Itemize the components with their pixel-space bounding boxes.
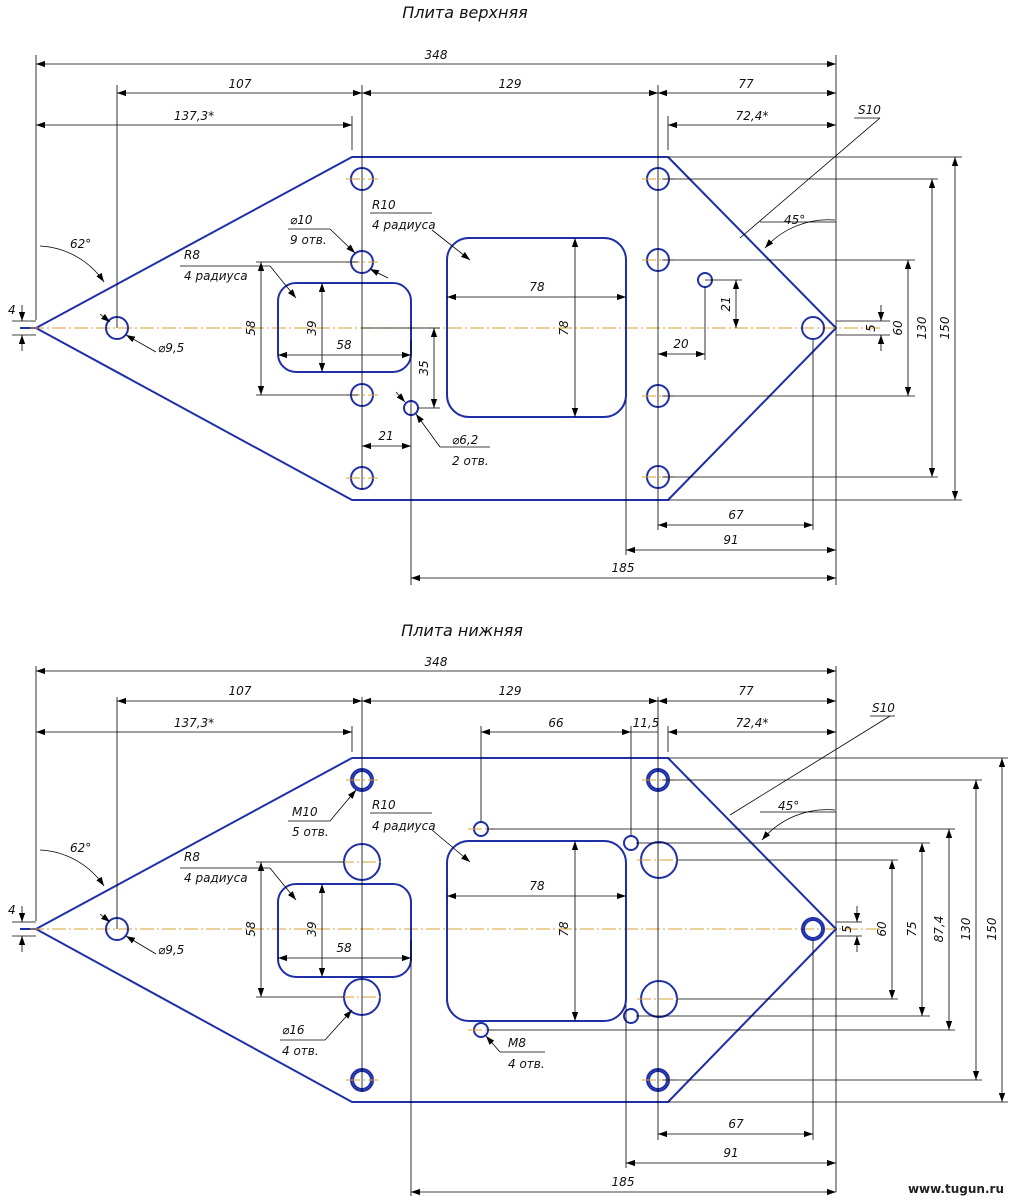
m10-label: M10 xyxy=(292,805,318,819)
upper-dimension-lines xyxy=(18,60,959,582)
dim-137-3: 137,3* xyxy=(174,109,214,123)
d10-label: ⌀10 xyxy=(290,213,313,227)
r8-label: R8 xyxy=(184,850,200,864)
r10-note: 4 радиуса xyxy=(372,819,436,833)
lower-dimension-lines xyxy=(18,667,1006,1196)
r8-note: 4 радиуса xyxy=(184,871,248,885)
thickness-label: S10 xyxy=(858,103,881,117)
upper-angle-45-arc xyxy=(764,219,836,249)
d16-note: 4 отв. xyxy=(282,1044,319,1058)
dim-77: 77 xyxy=(738,77,754,91)
lower-plate-title: Плита нижняя xyxy=(401,621,523,640)
dim-60: 60 xyxy=(875,921,889,937)
hole-m8 xyxy=(623,835,639,851)
dim-58-vertical: 58 xyxy=(244,320,258,336)
upper-leaders xyxy=(99,117,881,448)
hole-m10-thread xyxy=(803,919,823,939)
lower-plate-outline xyxy=(35,757,837,1103)
r8-label: R8 xyxy=(184,248,200,262)
dim-150: 150 xyxy=(985,917,999,940)
lower-large-window xyxy=(446,840,627,1022)
dim-78-horizontal: 78 xyxy=(529,879,545,893)
dim-11-5: 11,5 xyxy=(633,716,660,730)
dim-5: 5 xyxy=(840,925,854,933)
lower-small-window xyxy=(277,883,412,978)
dim-75: 75 xyxy=(905,921,919,936)
dim-60: 60 xyxy=(891,320,905,336)
dim-348: 348 xyxy=(425,48,448,62)
dim-21-vertical: 21 xyxy=(719,296,733,311)
dim-78-vertical: 78 xyxy=(557,320,571,336)
lower-angle-62-arc xyxy=(39,849,105,887)
d9-5-label: ⌀9,5 xyxy=(158,943,184,957)
dim-129: 129 xyxy=(499,684,522,698)
angle-45-label: 45° xyxy=(778,799,799,813)
thickness-label: S10 xyxy=(872,701,895,715)
m10-note: 5 отв. xyxy=(292,825,329,839)
upper-plate-title: Плита верхняя xyxy=(402,3,528,22)
lower-hole-m10-group xyxy=(350,768,825,1092)
dim-21-horizontal: 21 xyxy=(378,429,393,443)
dim-20: 20 xyxy=(673,337,689,351)
upper-angle-62-arc xyxy=(39,245,105,283)
d6-2-note: 2 отв. xyxy=(452,454,489,468)
dim-4: 4 xyxy=(8,303,16,317)
dim-348: 348 xyxy=(425,655,448,669)
d9-5-label: ⌀9,5 xyxy=(158,341,184,355)
dim-72-4: 72,4* xyxy=(736,716,769,730)
dim-66: 66 xyxy=(548,716,564,730)
lower-angle-45-arc xyxy=(761,809,836,841)
dim-130: 130 xyxy=(959,917,973,940)
dim-185: 185 xyxy=(612,1175,635,1189)
dim-58-horizontal: 58 xyxy=(336,941,352,955)
dim-78-vertical: 78 xyxy=(557,921,571,937)
lower-extension-lines xyxy=(12,666,1008,1196)
dim-39: 39 xyxy=(305,921,319,936)
dim-129: 129 xyxy=(499,77,522,91)
upper-plate-view: Плита верхняя xyxy=(8,3,962,585)
dim-78-horizontal: 78 xyxy=(529,280,545,294)
d6-2-label: ⌀6,2 xyxy=(452,433,478,447)
dim-107: 107 xyxy=(229,77,252,91)
dim-91: 91 xyxy=(723,533,738,547)
dim-77: 77 xyxy=(738,684,754,698)
dim-58-vertical: 58 xyxy=(244,921,258,937)
d10-note: 9 отв. xyxy=(290,233,327,247)
dim-87-4: 87,4 xyxy=(932,916,946,943)
dim-91: 91 xyxy=(723,1146,738,1160)
angle-62-label: 62° xyxy=(70,237,91,251)
upper-large-window xyxy=(446,237,627,418)
hole-d10 xyxy=(801,316,825,340)
angle-62-label: 62° xyxy=(70,841,91,855)
lower-plate-view: Плита нижняя xyxy=(8,621,1008,1196)
dim-35: 35 xyxy=(417,360,431,375)
dim-107: 107 xyxy=(229,684,252,698)
dim-4: 4 xyxy=(8,903,16,917)
dim-39: 39 xyxy=(305,320,319,335)
r10-note: 4 радиуса xyxy=(372,218,436,232)
dim-150: 150 xyxy=(938,316,952,339)
m8-label: M8 xyxy=(508,1036,526,1050)
dim-67: 67 xyxy=(728,508,744,522)
dim-137-3: 137,3* xyxy=(174,716,214,730)
m8-note: 4 отв. xyxy=(508,1057,545,1071)
lower-leaders xyxy=(99,715,895,1053)
upper-small-window xyxy=(277,282,412,373)
r10-label: R10 xyxy=(372,198,396,212)
dim-185: 185 xyxy=(612,561,635,575)
dim-67: 67 xyxy=(728,1117,744,1131)
upper-extension-lines xyxy=(12,55,962,585)
r10-label: R10 xyxy=(372,798,396,812)
dim-130: 130 xyxy=(915,316,929,339)
dim-58-horizontal: 58 xyxy=(336,338,352,352)
watermark: www.tugun.ru xyxy=(908,1182,1004,1196)
angle-45-label: 45° xyxy=(784,213,805,227)
dim-5: 5 xyxy=(864,324,878,332)
d16-label: ⌀16 xyxy=(282,1023,305,1037)
r8-note: 4 радиуса xyxy=(184,269,248,283)
dim-72-4: 72,4* xyxy=(736,109,769,123)
